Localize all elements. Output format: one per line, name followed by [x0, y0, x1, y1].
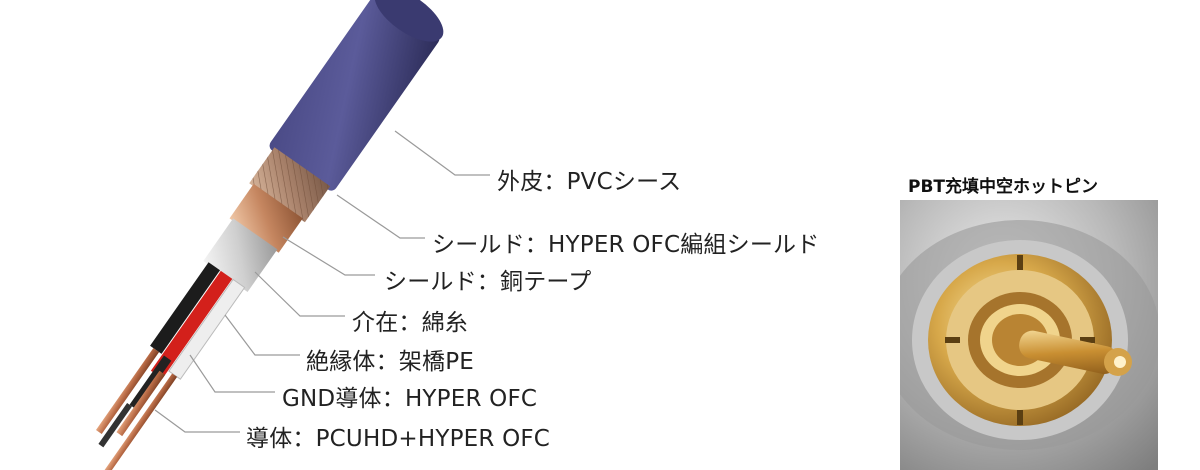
label-gnd-conductor: GND導体：HYPER OFC — [282, 386, 538, 412]
cable-cross-section-image — [95, 0, 490, 470]
label-jacket: 外皮：PVCシース — [497, 169, 682, 195]
label-insulator: 絶縁体：架橋PE — [306, 349, 475, 375]
label-filler: 介在：綿糸 — [352, 310, 468, 336]
pin-title: PBT充填中空ホットピン — [908, 177, 1099, 197]
rca-pin-photo — [900, 200, 1158, 470]
label-conductor: 導体：PCUHD+HYPER OFC — [246, 426, 551, 452]
label-copper-tape-shield: シールド：銅テープ — [384, 269, 592, 295]
label-braid-shield: シールド：HYPER OFC編組シールド — [432, 232, 820, 258]
